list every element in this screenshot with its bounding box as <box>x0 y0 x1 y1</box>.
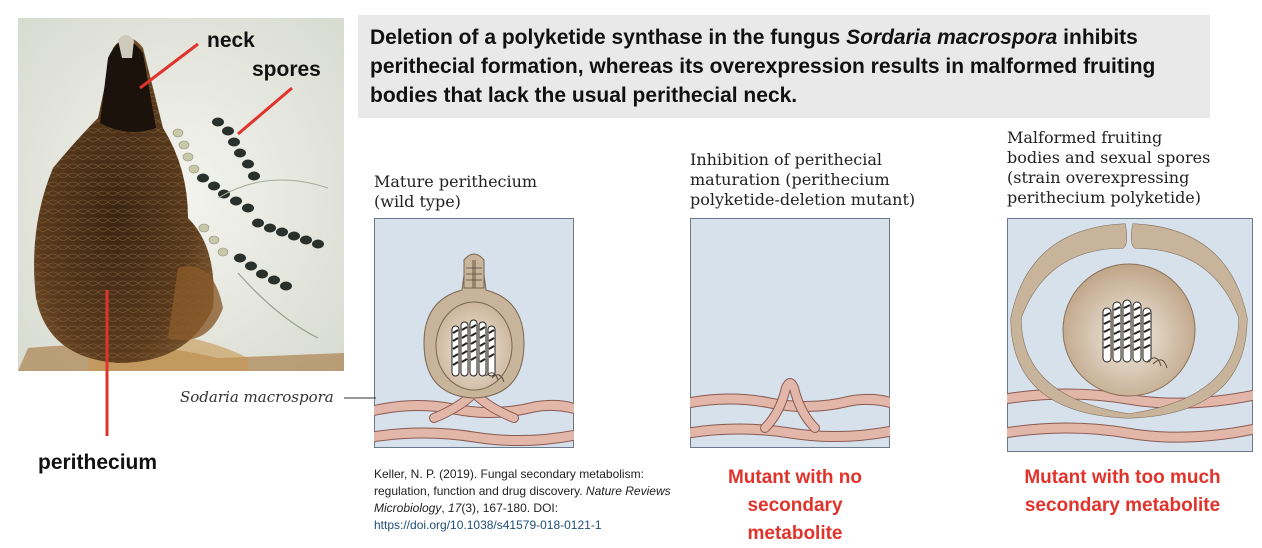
title-part-2: inhibits perithecial formation, whereas … <box>370 26 1156 107</box>
result-mutant-no-metabolite: Mutant with no secondary metabolite <box>700 464 890 548</box>
perithecium-label: perithecium <box>38 451 158 474</box>
citation-text: , <box>441 501 449 515</box>
result-line: secondary <box>747 495 843 516</box>
perithecium-photo <box>18 18 344 371</box>
title-part-1: Deletion of a polyketide synthase in the… <box>370 26 847 49</box>
caption-line: bodies and sexual spores <box>1007 148 1211 167</box>
caption-line: maturation (perithecium <box>690 170 890 189</box>
caption-line: Mature perithecium <box>374 172 538 191</box>
caption-wild-type: Mature perithecium (wild type) <box>374 172 537 212</box>
citation-volume: 17 <box>448 501 462 515</box>
citation-journal: Nature Reviews Microbiology <box>374 484 671 515</box>
caption-line: perithecium polyketide) <box>1007 188 1202 207</box>
neck-label: neck <box>207 29 255 52</box>
caption-line: Inhibition of perithecial <box>690 150 883 169</box>
result-line: Mutant with no <box>727 467 863 488</box>
caption-overexpressing: Malformed fruiting bodies and sexual spo… <box>1007 128 1210 208</box>
result-mutant-too-much: Mutant with too much secondary metabolit… <box>1000 464 1245 520</box>
hypha-label-leader <box>344 397 376 399</box>
result-line: Mutant with too much <box>1024 467 1221 488</box>
caption-line: (strain overexpressing <box>1007 168 1190 187</box>
result-line: secondary metabolite <box>1024 495 1221 516</box>
caption-line: Malformed fruiting <box>1007 128 1163 147</box>
title-species: Sordaria macrospora <box>846 26 1058 49</box>
citation-doi-link[interactable]: https://doi.org/10.1038/s41579-018-0121-… <box>374 518 602 532</box>
citation-text: Keller, N. P. (2019). Fungal secondary m… <box>374 467 644 498</box>
panel-overexpressing <box>1007 218 1253 452</box>
caption-deletion-mutant: Inhibition of perithecial maturation (pe… <box>690 150 915 210</box>
caption-line: polyketide-deletion mutant) <box>690 190 916 209</box>
slide-title: Deletion of a polyketide synthase in the… <box>370 23 1200 110</box>
caption-line: (wild type) <box>374 192 461 211</box>
hypha-label: Sodaria macrospora <box>180 388 334 406</box>
citation: Keller, N. P. (2019). Fungal secondary m… <box>374 466 674 534</box>
panel-deletion-mutant <box>690 218 890 448</box>
result-line: metabolite <box>747 523 843 544</box>
spores-label: spores <box>252 58 321 81</box>
panel-wild-type <box>374 218 574 448</box>
title-box: Deletion of a polyketide synthase in the… <box>358 15 1210 118</box>
photo-pointer-lines <box>105 42 293 436</box>
citation-text: (3), 167-180. DOI: <box>461 501 559 515</box>
